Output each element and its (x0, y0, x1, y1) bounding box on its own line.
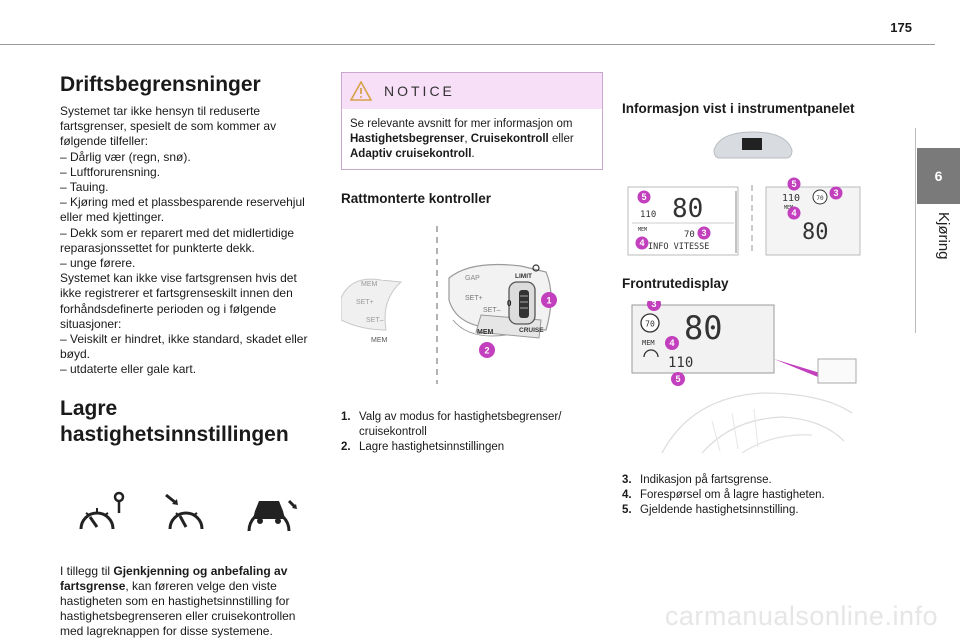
list-item: 5.Gjeldende hastighetsinnstilling. (622, 504, 799, 516)
hud-figure: 70 80 MEM 110 3 4 5 (622, 297, 862, 461)
left-mem: MEM (638, 227, 647, 233)
stalk-limit: LIMIT (515, 273, 532, 280)
store-speed-text: I tillegg til Gjenkjenning og anbefaling… (60, 563, 296, 639)
right-limit: 70 (816, 195, 824, 202)
left-sub: 110 (640, 210, 656, 220)
list-item: 1.Valg av modus for hastighetsbegrenser/… (341, 411, 562, 438)
left-info: INFO VITESSE (648, 242, 709, 252)
svg-text:3: 3 (833, 188, 838, 198)
speed-limiter-icon (79, 491, 124, 529)
section-title-lagre: Lagre hastighetsinnstillingen (60, 396, 289, 446)
svg-text:4: 4 (669, 338, 674, 348)
warning-icon (350, 81, 372, 101)
notice-text: Se relevante avsnitt for mer informasjon… (350, 118, 574, 160)
list-item: 2.Lagre hastighetsinnstillingen (341, 441, 505, 453)
hud-speed: 80 (684, 309, 723, 347)
limitations-text: Systemet tar ikke hensyn til reduserte f… (60, 104, 308, 377)
stalk-set-minus: SET– (483, 307, 501, 314)
list-item: 3.Indikasjon på fartsgrense. (622, 474, 772, 486)
left-set-plus: SET+ (356, 299, 374, 306)
right-sub: 110 (782, 193, 800, 204)
svg-text:4: 4 (639, 238, 644, 248)
left-mem-2: MEM (371, 337, 388, 344)
instrument-cluster-figure: 80 110 MEM 70 INFO VITESSE 110 MEM 70 80… (622, 175, 862, 257)
instrument-panel-icon (713, 131, 793, 159)
svg-text:2: 2 (484, 346, 489, 356)
side-divider (915, 128, 916, 333)
svg-text:1: 1 (546, 296, 551, 306)
chapter-title: Kjøring (935, 212, 952, 260)
left-limit: 70 (684, 230, 695, 240)
notice-title: NOTICE (384, 83, 455, 99)
stalk-gap: GAP (465, 275, 480, 282)
hud-mem: MEM (642, 339, 655, 347)
stalk-mem: MEM (477, 329, 494, 336)
svg-text:5: 5 (641, 192, 646, 202)
hud-sub: 110 (668, 355, 693, 371)
right-mem: MEM (784, 205, 793, 211)
column-3: Informasjon vist i instrumentpanelet 80 … (622, 100, 862, 518)
column-1: Driftsbegrensninger Systemet tar ikke he… (60, 72, 316, 640)
chapter-tab[interactable]: 6 (917, 148, 960, 204)
svg-text:5: 5 (791, 179, 796, 189)
cruise-control-icon (165, 493, 204, 529)
controls-list: 1.Valg av modus for hastighetsbegrenser/… (341, 410, 603, 455)
display-legend-list: 3.Indikasjon på fartsgrense. 4.Forespørs… (622, 473, 862, 518)
callout-1 (541, 292, 557, 308)
stalk-set-plus: SET+ (465, 295, 483, 302)
callout-3c (647, 297, 661, 311)
controls-title: Rattmonterte kontroller (341, 191, 492, 206)
callout-3b (829, 186, 843, 200)
adaptive-cruise-icon (247, 499, 298, 531)
callout-5 (637, 190, 651, 204)
watermark: carmanualsonline.info (664, 601, 938, 631)
svg-text:5: 5 (675, 374, 680, 384)
svg-text:4: 4 (791, 208, 796, 218)
stalk-cruise: CRUISE (519, 327, 544, 334)
left-speed: 80 (672, 194, 703, 224)
hud-limit: 70 (645, 320, 655, 329)
steering-controls-figure: SET+ SET– MEM MEM GAP SET+ SET– MEM 0 LI… (340, 220, 603, 390)
stalk-zero: 0 (507, 299, 512, 308)
svg-text:3: 3 (651, 301, 656, 309)
callout-4b (787, 206, 801, 220)
right-speed: 80 (802, 220, 829, 245)
hud-title: Frontrutedisplay (622, 276, 729, 291)
callout-5b (787, 177, 801, 191)
callout-2 (479, 342, 495, 358)
callout-5c (671, 372, 685, 386)
callout-4c (665, 336, 679, 350)
callout-3 (697, 226, 711, 240)
speed-icons-row (60, 482, 316, 542)
left-set-minus: SET– (366, 317, 384, 324)
notice-box: NOTICE Se relevante avsnitt for mer info… (341, 72, 603, 170)
instrument-title: Informasjon vist i instrumentpanelet (622, 101, 855, 116)
svg-text:3: 3 (701, 228, 706, 238)
column-2: NOTICE Se relevante avsnitt for mer info… (340, 72, 603, 456)
page-number: 175 (890, 20, 912, 35)
list-item: 4.Forespørsel om å lagre hastigheten. (622, 489, 825, 501)
left-mem: MEM (361, 281, 378, 288)
section-title-driftsbegrensninger: Driftsbegrensninger (60, 73, 261, 96)
callout-4 (635, 236, 649, 250)
header-divider (0, 44, 935, 45)
